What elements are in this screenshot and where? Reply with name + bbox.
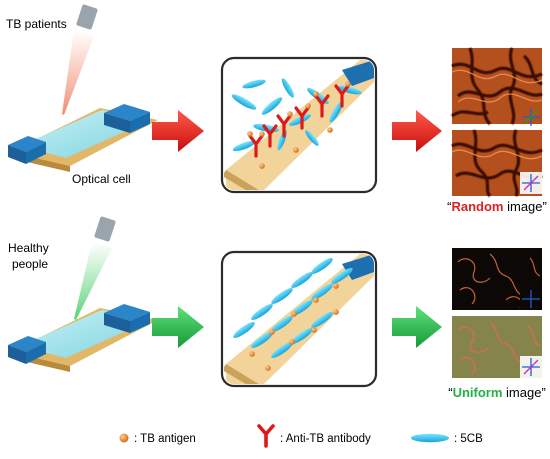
tb-antigen-icon: [119, 433, 129, 443]
polarizer-icon-1: [522, 108, 540, 126]
optical-cell-1: [8, 104, 158, 172]
row1-label: TB patients: [6, 17, 67, 31]
arrow-red-2: [392, 110, 442, 152]
arrow-red-1: [152, 110, 204, 152]
optical-cell-2: [8, 304, 158, 372]
arrow-green-1: [152, 306, 204, 348]
row2-label-line2: people: [12, 257, 48, 271]
zoom-box-healthy: [220, 250, 378, 388]
5cb-molecule-icon: [411, 433, 449, 443]
legend-antigen: : TB antigen: [134, 433, 196, 445]
zoom-box-tb: [220, 56, 378, 194]
pom-random-image-1: [450, 47, 543, 126]
caption-uniform: “Uniform image”: [448, 385, 546, 400]
caption-random: “Random image”: [447, 199, 547, 214]
optical-cell-label: Optical cell: [72, 172, 131, 186]
pipette-tb-patients: [62, 4, 98, 115]
row2-label-line1: Healthy: [8, 241, 49, 255]
arrow-green-2: [392, 306, 442, 348]
legend: : TB antigen : Anti-TB antibody : 5CB: [119, 424, 483, 448]
pipette-healthy: [74, 216, 116, 320]
legend-5cb: : 5CB: [454, 433, 483, 445]
polarizer-icon-3: [520, 288, 542, 310]
legend-antibody: : Anti-TB antibody: [280, 433, 371, 445]
anti-tb-antibody-icon: [257, 424, 275, 448]
polarizer-icon-2: [520, 172, 542, 194]
polarizer-icon-4: [520, 356, 542, 378]
